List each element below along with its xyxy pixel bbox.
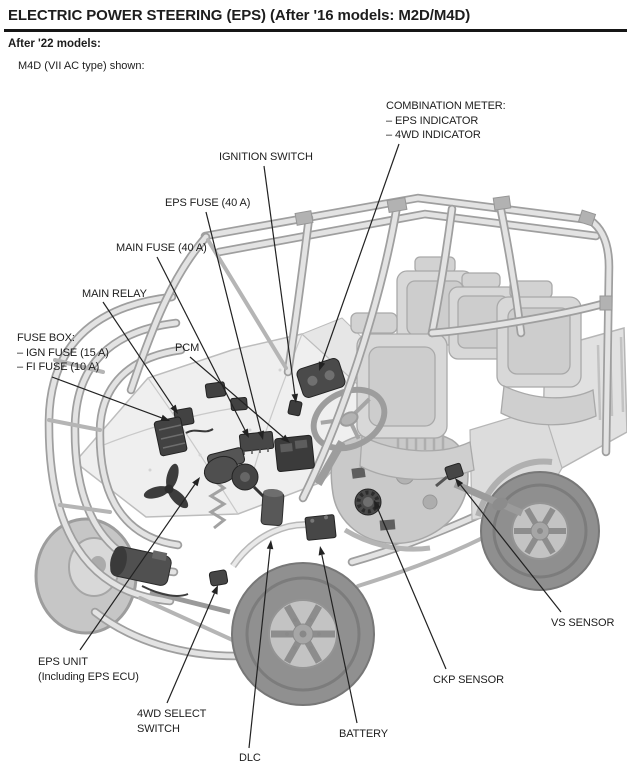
ignition-switch-part	[287, 399, 303, 417]
leader-arrowhead-ignition-switch	[291, 393, 299, 403]
leader-arrowhead-pcm	[281, 434, 290, 443]
leader-eps-unit	[79, 484, 196, 651]
leader-ignition-switch	[263, 165, 296, 395]
dlc-connector-part	[260, 488, 285, 526]
leader-eps-fuse	[205, 211, 262, 432]
page-title: ELECTRIC POWER STEERING (EPS) (After '16…	[8, 7, 471, 24]
leader-vs-sensor	[460, 484, 562, 613]
combination-meter-part	[296, 357, 346, 399]
leader-arrowhead-eps-unit	[192, 477, 200, 487]
leader-pcm	[189, 356, 284, 438]
leader-arrowhead-fuse-box	[160, 414, 170, 421]
leader-arrowhead-main-relay	[170, 404, 178, 414]
pcm-part	[274, 434, 315, 472]
eps-unit-part	[203, 447, 266, 499]
variant-note: M4D (VII AC type) shown:	[18, 60, 145, 72]
leader-arrowhead-main-fuse	[241, 428, 249, 438]
leader-battery	[321, 554, 358, 724]
steering-wheel	[310, 386, 388, 486]
relay-part	[204, 381, 227, 399]
leader-4wd-select-switch	[166, 593, 215, 704]
battery-part	[304, 514, 337, 541]
title-rule	[4, 29, 627, 32]
fuse-box-part	[153, 416, 188, 457]
leader-fuse-box	[51, 376, 162, 419]
leader-arrowhead-combination-meter	[318, 361, 326, 371]
leader-arrowhead-vs-sensor	[455, 478, 464, 488]
vs-sensor-part	[435, 462, 464, 488]
leader-arrowhead-battery	[318, 546, 326, 556]
leader-main-fuse	[156, 256, 246, 431]
4wd-select-switch-part	[208, 569, 229, 587]
leader-main-relay	[102, 301, 174, 407]
front-right-wheel	[231, 562, 375, 706]
seat-front-near	[350, 312, 475, 481]
leader-dlc	[248, 548, 271, 749]
eps-components	[110, 357, 464, 597]
roll-cage	[126, 193, 614, 503]
winch-part	[110, 546, 189, 597]
leader-combination-meter	[321, 143, 400, 363]
leader-arrowhead-4wd-select-switch	[211, 585, 218, 595]
leader-arrowhead-dlc	[266, 540, 274, 550]
rear-wheel	[480, 471, 600, 591]
leader-arrowhead-ckp-sensor	[374, 500, 381, 510]
leader-arrowhead-eps-fuse	[257, 430, 265, 440]
section-note: After '22 models:	[8, 38, 101, 50]
wire-harness	[185, 428, 214, 434]
leader-ckp-sensor	[376, 508, 447, 670]
cooling-fan-part	[143, 463, 189, 509]
